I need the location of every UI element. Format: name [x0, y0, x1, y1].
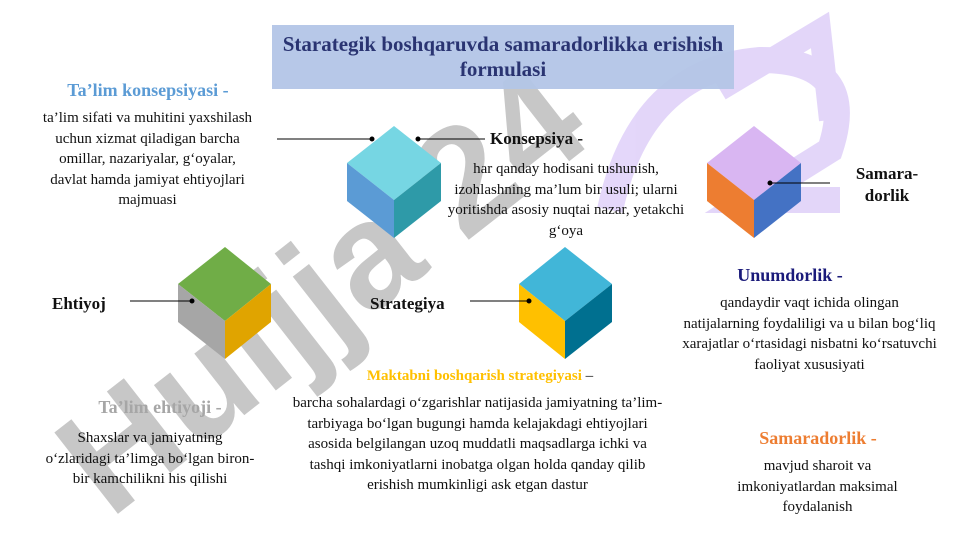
cube-samaradorlik	[707, 126, 801, 238]
talim-konsepsiyasi-text: ta’lim sifati va muhitini yaxshilash uch…	[42, 110, 253, 209]
konsepsiya-heading: Konsepsiya -	[490, 129, 584, 148]
konsepsiya-text: har qanday hodisani tushunish, izohlashn…	[447, 161, 685, 239]
page-title: Starategik boshqaruvda samaradorlikka er…	[282, 31, 724, 81]
cube-konsepsiya	[347, 126, 441, 238]
maktab-strategiyasi-text: barcha sohalardagi o‘zgarishlar natijasi…	[292, 395, 663, 494]
maktab-strategiyasi-heading-line: Maktabni boshqarish strategiyasi –	[300, 368, 660, 385]
strategiya-label: Strategiya	[370, 294, 445, 313]
title-box: Starategik boshqaruvda samaradorlikka er…	[272, 25, 734, 89]
cube-strategiya	[519, 247, 612, 359]
connectors	[130, 136, 830, 304]
samaradorlik-cube-label: Samara-dorlik	[855, 164, 919, 206]
maktab-strategiyasi-heading: Maktabni boshqarish strategiyasi	[366, 368, 582, 384]
maktab-strategiyasi-dash: –	[581, 368, 594, 384]
samaradorlik-heading: Samaradorlik -	[759, 428, 877, 448]
talim-konsepsiyasi-heading: Ta’lim konsepsiyasi -	[67, 80, 229, 100]
unumdorlik-text: qandaydir vaqt ichida olingan natijalarn…	[682, 295, 937, 373]
unumdorlik-heading: Unumdorlik -	[737, 265, 843, 285]
talim-ehtiyoji-heading: Ta’lim ehtiyoji -	[98, 397, 222, 417]
cube-ehtiyoj	[178, 247, 271, 359]
talim-ehtiyoji-text: Shaxslar va jamiyatning o‘zlaridagi ta’l…	[45, 430, 255, 488]
ehtiyoj-label: Ehtiyoj	[52, 294, 106, 313]
watermark-shape	[597, 46, 850, 213]
samaradorlik-text: mavjud sharoit va imkoniyatlardan maksim…	[737, 458, 898, 516]
